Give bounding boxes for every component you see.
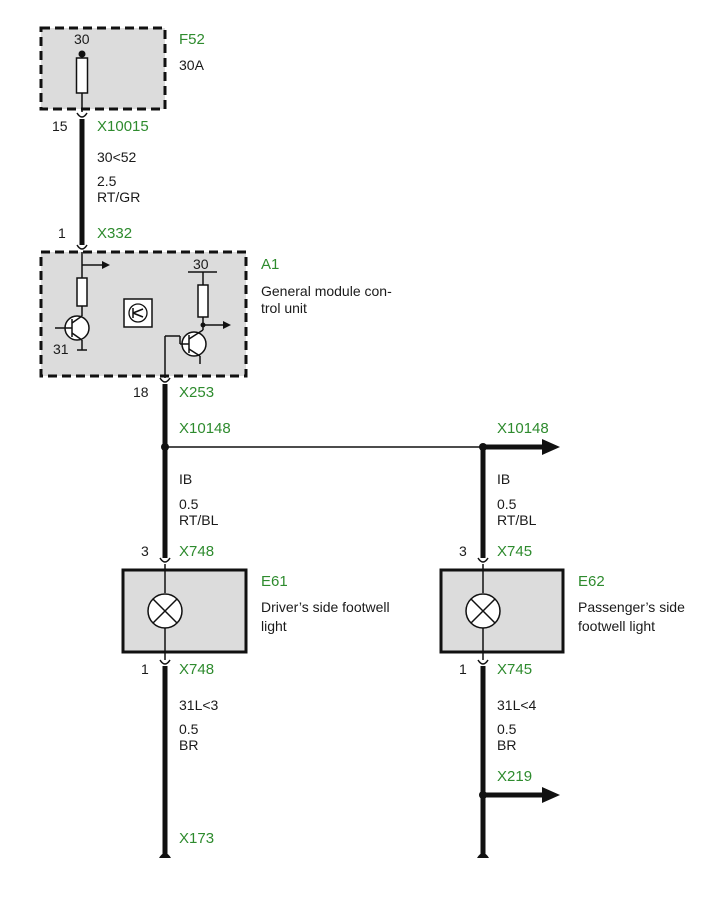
x332-pin: 1 [58,225,66,241]
module-a1[interactable] [39,250,248,378]
connector-x748-bottom-symbol [159,659,171,665]
x745-bottom-pin: 1 [459,661,467,677]
x219-label: X219 [497,768,532,785]
w4-color: BR [179,737,198,753]
lamp-e61[interactable] [121,564,248,660]
connector-x253-symbol [159,377,171,383]
x253-pin: 18 [133,384,149,400]
ground-terminal-icon [477,853,489,858]
arrow-right-icon [542,787,560,803]
ground-terminal-icon [159,853,171,858]
w5-size: 0.5 [497,721,517,737]
w1-color: RT/GR [97,189,140,205]
connector-x745-top-symbol [477,557,489,563]
e61-name-line2: light [261,618,287,634]
f52-rating: 30A [179,57,205,73]
resistor-icon [76,277,88,307]
w4-circuit: 31L<3 [179,697,219,713]
x748-top-pin: 3 [141,543,149,559]
lamp-e62[interactable] [439,564,565,660]
w5-circuit: 31L<4 [497,697,537,713]
connector-x745-bottom-symbol [477,659,489,665]
a1-terminal-30: 30 [193,256,209,272]
x745-top-label: X745 [497,543,532,560]
w3-color: RT/BL [497,512,537,528]
x748-bottom-label: X748 [179,661,214,678]
w2-size: 0.5 [179,496,199,512]
w2-circuit: IB [179,471,192,487]
x745-top-pin: 3 [459,543,467,559]
connector-x748-top-symbol [159,557,171,563]
x10148-out-label: X10148 [497,420,549,437]
x332-label: X332 [97,225,132,242]
a1-terminal-31: 31 [53,341,69,357]
fuse-icon [75,57,89,94]
w2-color: RT/BL [179,512,219,528]
a1-name-line2: trol unit [261,300,307,316]
x10148-splice-label: X10148 [179,420,231,437]
x745-bottom-label: X745 [497,661,532,678]
arrow-right-icon [542,439,560,455]
e61-id: E61 [261,573,288,590]
control-unit-icon [123,298,153,328]
w3-size: 0.5 [497,496,517,512]
e62-name-line1: Passenger’s side [578,599,685,615]
f52-id: F52 [179,31,205,48]
a1-name-line1: General module con- [261,283,392,299]
x173-label: X173 [179,830,214,847]
w4-size: 0.5 [179,721,199,737]
x10015-label: X10015 [97,118,149,135]
connector-x332-symbol [76,244,88,250]
fuse-f52[interactable] [39,26,167,112]
e61-name-line1: Driver’s side footwell [261,599,390,615]
e62-id: E62 [578,573,605,590]
x748-bottom-pin: 1 [141,661,149,677]
x748-top-label: X748 [179,543,214,560]
e62-name-line2: footwell light [578,618,655,634]
w1-circuit: 30<52 [97,149,137,165]
resistor-icon [197,284,209,318]
x10015-pin: 15 [52,118,68,134]
w1-size: 2.5 [97,173,117,189]
w5-color: BR [497,737,516,753]
f52-terminal-label: 30 [74,31,90,47]
connector-x10015-symbol [76,112,88,118]
x253-label: X253 [179,384,214,401]
w3-circuit: IB [497,471,510,487]
a1-id: A1 [261,256,279,273]
